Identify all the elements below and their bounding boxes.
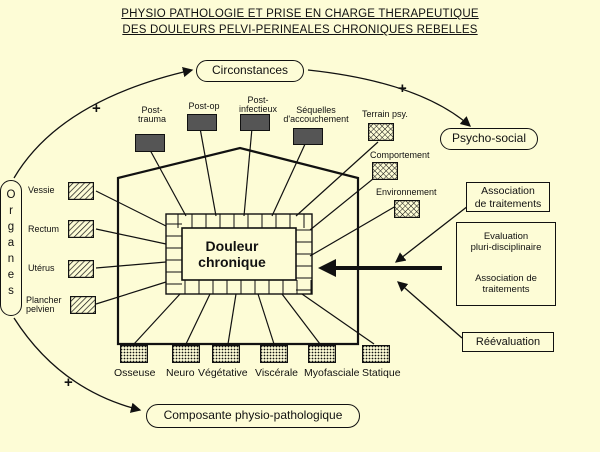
arrow-osseuse <box>133 293 181 345</box>
factor-post-trauma-swatch <box>135 134 165 152</box>
arrow-neuro <box>185 293 211 345</box>
component-vegetative-swatch <box>212 345 240 363</box>
organ-rectum-label: Rectum <box>28 224 60 234</box>
plus-bottom-left: + <box>64 374 73 391</box>
terrain-psy-swatch <box>368 123 394 141</box>
main-arrow-head <box>318 259 336 277</box>
organ-rectum-swatch <box>68 220 94 238</box>
psycho-social-pill: Psycho-social <box>440 128 538 150</box>
organ-vessie-swatch <box>68 182 94 200</box>
reevaluation-box: Réévaluation <box>462 332 554 352</box>
arrow-vessie <box>95 190 167 227</box>
environnement-swatch <box>394 200 420 218</box>
arrow-terrain <box>295 141 379 217</box>
factor-post-op-label: Post-op <box>188 101 220 111</box>
organes-letter: n <box>7 253 15 265</box>
factor-post-trauma-label: Post-trauma <box>137 105 166 125</box>
component-statique-swatch <box>362 345 390 363</box>
comportement-label: Comportement <box>370 150 430 160</box>
organes-letter: a <box>7 237 15 249</box>
comportement-swatch <box>372 162 398 180</box>
link-association-center <box>394 205 469 263</box>
arrow-rectum <box>95 228 167 245</box>
component-viscerale-swatch <box>260 345 288 363</box>
title-line-1: PHYSIO PATHOLOGIE ET PRISE EN CHARGE THE… <box>121 8 479 20</box>
factor-post-infectieux-swatch <box>240 114 270 131</box>
circonstances-pill: Circonstances <box>196 60 304 82</box>
organes-letter: e <box>7 269 15 281</box>
component-myofasciale-label: Myofasciale <box>304 367 360 379</box>
organ-uterus-swatch <box>68 260 94 278</box>
arrow-uterus <box>95 261 167 269</box>
plus-top-left: + <box>92 100 101 117</box>
organ-vessie-label: Vessie <box>28 185 55 195</box>
plus-top-right: + <box>398 80 407 97</box>
arrow-sequelles <box>271 141 307 217</box>
organ-plancher-swatch <box>70 296 96 314</box>
terrain-psy-label: Terrain psy. <box>362 109 408 119</box>
arrow-post-infectieux <box>243 127 253 217</box>
arrow-environnement <box>309 205 397 257</box>
organes-letter: g <box>7 221 15 233</box>
title-line-2: DES DOULEURS PELVI-PERINEALES CHRONIQUES… <box>122 24 478 36</box>
component-vegetative-label: Végétative <box>198 367 248 379</box>
organes-letter: r <box>9 205 13 217</box>
component-neuro-swatch <box>172 345 200 363</box>
arrow-comportement <box>309 169 385 231</box>
evaluation-group-box: Evaluation pluri-disciplinaire Associati… <box>456 222 556 306</box>
center-box <box>181 227 297 281</box>
arrow-vegetative <box>227 293 237 345</box>
arrow-post-op <box>199 127 217 217</box>
center-label: Douleur chronique <box>198 238 266 271</box>
organes-letter: s <box>8 285 14 297</box>
link-organes-composante <box>13 317 142 413</box>
factor-post-op-swatch <box>187 114 217 131</box>
association-top-box: Association de traitements <box>466 182 550 212</box>
component-neuro-label: Neuro <box>166 367 195 379</box>
link-organes-circonstances <box>13 66 194 179</box>
arrow-viscerale <box>257 293 275 345</box>
factor-post-infectieux-label: Post-infectieux <box>238 95 278 115</box>
link-circonstances-psycho <box>307 69 471 127</box>
arrow-post-trauma <box>149 149 187 217</box>
arrow-myofasciale <box>281 293 321 345</box>
link-reevaluation-center <box>397 281 463 339</box>
component-viscerale-label: Viscérale <box>255 367 298 379</box>
environnement-label: Environnement <box>376 187 437 197</box>
component-myofasciale-swatch <box>308 345 336 363</box>
component-osseuse-label: Osseuse <box>114 367 156 379</box>
component-osseuse-swatch <box>120 345 148 363</box>
factor-sequelles-swatch <box>293 128 323 145</box>
organ-uterus-label: Utérus <box>28 263 55 273</box>
component-statique-label: Statique <box>362 367 401 379</box>
arrow-statique <box>301 293 375 345</box>
organes-letter: O <box>6 189 16 201</box>
arrow-plancher <box>95 281 167 305</box>
composante-pill: Composante physio-pathologique <box>146 404 360 428</box>
